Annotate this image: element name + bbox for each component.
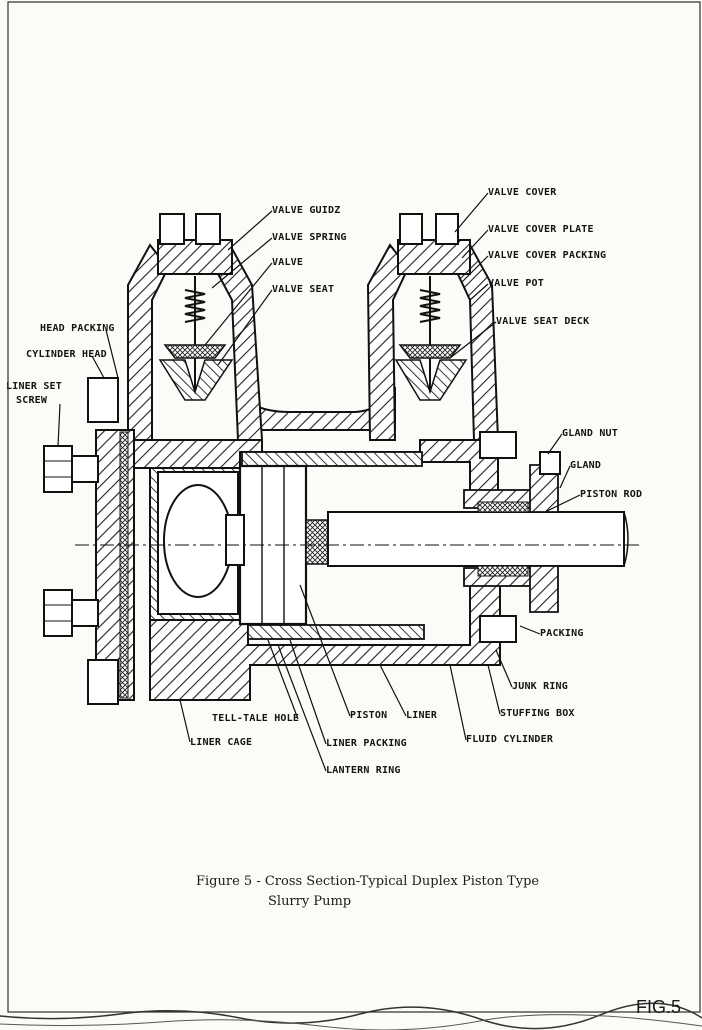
label-liner-cage: LINER CAGE — [190, 737, 253, 748]
label-junk-ring: JUNK RING — [512, 681, 568, 692]
left-valve-seat — [158, 359, 234, 401]
label-valve-spring: VALVE SPRING — [272, 232, 347, 243]
label-valve-guide: VALVE GUIDZ — [272, 205, 341, 216]
gland-lower — [529, 565, 559, 613]
caption-line-2: Slurry Pump — [268, 894, 352, 909]
liner-cage-port — [163, 484, 233, 598]
label-liner-packing: LINER PACKING — [326, 738, 407, 749]
piston-rod — [327, 511, 625, 567]
right-valve-cover — [397, 239, 471, 275]
cylinder-head-bolts — [87, 377, 119, 705]
label-head-packing: HEAD PACKING — [40, 323, 115, 334]
liner-top — [241, 451, 423, 467]
left-valve-spring — [184, 289, 206, 323]
caption-line-1: Figure 5 - Cross Section-Typical Duplex … — [196, 874, 540, 889]
piston-nut — [225, 514, 245, 566]
right-valve-guide-stud-1 — [399, 213, 423, 245]
page-border — [7, 1, 701, 1013]
left-valve-guide-stud-1 — [159, 213, 185, 245]
label-piston-rod: PISTON ROD — [580, 489, 643, 500]
piston-body — [238, 464, 308, 626]
right-valve-disk — [398, 344, 462, 359]
label-packing: PACKING — [540, 628, 584, 639]
left-valve-guide-stud-2 — [195, 213, 221, 245]
label-cylinder-head: CYLINDER HEAD — [26, 349, 107, 360]
label-gland: GLAND — [570, 460, 602, 471]
piston-rod-collar — [305, 519, 329, 565]
figure-caption: Figure 5 - Cross Section-Typical Duplex … — [196, 872, 539, 912]
leader-lines — [57, 192, 581, 772]
left-valve-disk — [163, 344, 227, 359]
liner-set-screw-lower — [43, 589, 99, 637]
label-valve-cover: VALVE COVER — [488, 187, 557, 198]
right-valve-spring — [419, 289, 441, 323]
label-valve-pot: VALVE POT — [488, 278, 544, 289]
right-valve-seat — [394, 359, 468, 401]
label-liner: LINER — [406, 710, 438, 721]
label-valve: VALVE — [272, 257, 304, 268]
head-packing-strip — [119, 431, 129, 699]
liner-bottom — [247, 624, 425, 640]
label-valve-cover-plate: VALVE COVER PLATE — [488, 224, 594, 235]
stuffing-box-studs — [479, 431, 561, 643]
label-stuffing-box: STUFFING BOX — [500, 708, 575, 719]
label-screw: SCREW — [16, 395, 48, 406]
right-valve-guide-stud-2 — [435, 213, 459, 245]
packing-bottom — [477, 565, 529, 577]
label-piston: PISTON — [350, 710, 388, 721]
liner-set-screw-upper — [43, 445, 99, 493]
packing-top — [477, 501, 529, 513]
figure-tag: FIG.5 — [636, 997, 682, 1017]
bottom-wavy-edge — [0, 1002, 702, 1030]
label-liner-set: LINER SET — [6, 381, 62, 392]
label-tell-tale-hole: TELL-TALE HOLE — [212, 713, 300, 724]
label-valve-seat-deck: VALVE SEAT DECK — [496, 316, 590, 327]
left-valve-cover — [157, 239, 233, 275]
label-fluid-cylinder: FLUID CYLINDER — [466, 734, 554, 745]
label-lantern-ring: LANTERN RING — [326, 765, 401, 776]
label-valve-seat: VALVE SEAT — [272, 284, 335, 295]
label-gland-nut: GLAND NUT — [562, 428, 618, 439]
label-valve-cover-packing: VALVE COVER PACKING — [488, 250, 607, 261]
